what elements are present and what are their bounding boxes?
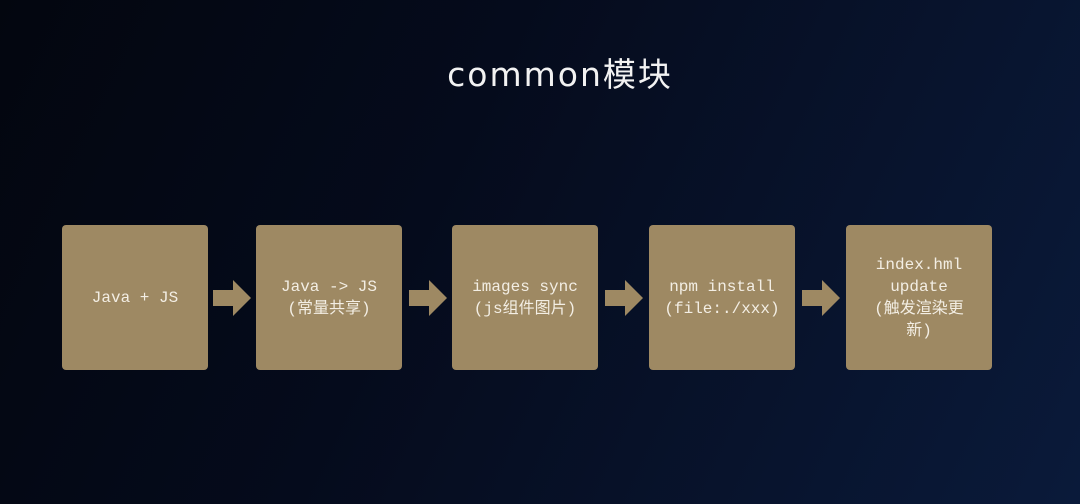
arrow-right-icon [802, 280, 840, 316]
step-box-java-to-js: Java -> JS (常量共享) [256, 225, 402, 370]
step-label: Java + JS [91, 288, 179, 307]
step-label: index.hml [875, 255, 963, 274]
step-box-images-sync: images sync (js组件图片) [452, 225, 598, 370]
step-box-java-js: Java + JS [62, 225, 208, 370]
arrow-right-icon [213, 280, 251, 316]
slide-title: common模块 [447, 55, 673, 94]
step-label: npm install [669, 277, 775, 296]
step-box-index-update: index.hml update (触发渲染更 新) [846, 225, 992, 370]
step-box-npm-install: npm install (file:./xxx) [649, 225, 795, 370]
arrow-right-icon [409, 280, 447, 316]
step-sublabel: 新) [906, 321, 932, 340]
step-sublabel: (触发渲染更 [874, 299, 964, 318]
step-label: Java -> JS [280, 277, 377, 296]
step-sublabel: (js组件图片) [473, 299, 577, 318]
step-label: images sync [472, 277, 578, 296]
step-label: update [890, 277, 948, 296]
arrow-right-icon [605, 280, 643, 316]
step-sublabel: (常量共享) [287, 299, 371, 318]
step-sublabel: (file:./xxx) [664, 299, 780, 318]
